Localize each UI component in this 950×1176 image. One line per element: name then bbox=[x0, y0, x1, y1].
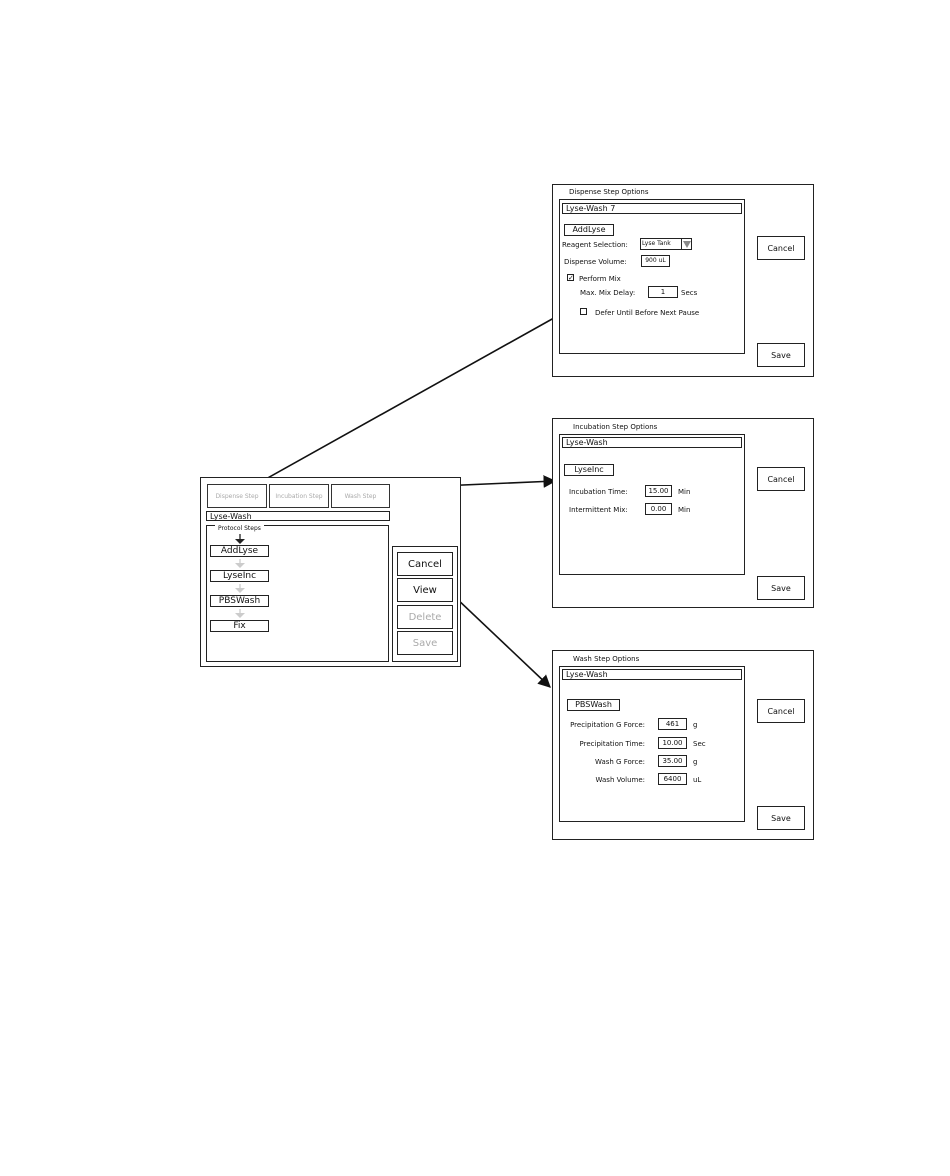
tab-incubation-step[interactable]: Incubation Step bbox=[269, 484, 329, 508]
max-mix-delay-input[interactable]: 1 bbox=[648, 286, 678, 298]
step-arrow-down-icon bbox=[235, 584, 245, 593]
step-name-field[interactable]: LyseInc bbox=[564, 464, 614, 476]
save-button[interactable]: Save bbox=[757, 806, 805, 830]
max-mix-delay-unit: Secs bbox=[681, 289, 698, 297]
wash-volume-label: Wash Volume: bbox=[595, 776, 645, 784]
arrow-to-dispense bbox=[247, 308, 572, 490]
perform-mix-label: Perform Mix bbox=[579, 275, 621, 283]
step-item-pbswash[interactable]: PBSWash bbox=[210, 595, 269, 607]
dropdown-arrow-icon[interactable] bbox=[681, 239, 691, 249]
protocol-editor-dialog: Dispense Step Incubation Step Wash Step … bbox=[200, 477, 461, 667]
wash-options-panel: Lyse-Wash PBSWash Precipitation G Force:… bbox=[559, 666, 745, 822]
reagent-selection-label: Reagent Selection: bbox=[562, 241, 628, 249]
protocol-name-field[interactable]: Lyse-Wash 7 bbox=[562, 203, 742, 214]
step-arrow-down-icon bbox=[235, 559, 245, 568]
protocol-steps-legend: Protocol Steps bbox=[215, 525, 264, 533]
protocol-name-field[interactable]: Lyse-Wash bbox=[206, 511, 390, 521]
save-button[interactable]: Save bbox=[397, 631, 453, 655]
step-item-addlyse[interactable]: AddLyse bbox=[210, 545, 269, 557]
wash-dialog-legend: Wash Step Options bbox=[570, 655, 643, 663]
step-item-lyseinc[interactable]: LyseInc bbox=[210, 570, 269, 582]
view-button[interactable]: View bbox=[397, 578, 453, 602]
dispense-step-options-dialog: Dispense Step Options Lyse-Wash 7 AddLys… bbox=[552, 184, 814, 377]
wash-g-force-unit: g bbox=[693, 758, 698, 766]
step-arrow-down-icon bbox=[235, 609, 245, 618]
tab-wash-step[interactable]: Wash Step bbox=[331, 484, 390, 508]
intermittent-mix-unit: Min bbox=[678, 506, 691, 514]
incubation-step-options-dialog: Incubation Step Options Lyse-Wash LyseIn… bbox=[552, 418, 814, 608]
precipitation-time-input[interactable]: 10.00 bbox=[658, 737, 687, 749]
precipitation-g-force-label: Precipitation G Force: bbox=[570, 721, 645, 729]
dispense-volume-input[interactable]: 900 uL bbox=[641, 255, 670, 267]
intermittent-mix-input[interactable]: 0.00 bbox=[645, 503, 672, 515]
intermittent-mix-label: Intermittent Mix: bbox=[569, 506, 628, 514]
step-arrow-down-icon bbox=[235, 534, 245, 544]
wash-volume-unit: uL bbox=[693, 776, 702, 784]
defer-until-pause-label: Defer Until Before Next Pause bbox=[595, 309, 700, 317]
dispense-options-panel: Lyse-Wash 7 AddLyse Reagent Selection: L… bbox=[559, 199, 745, 354]
save-button[interactable]: Save bbox=[757, 343, 805, 367]
protocol-name-field[interactable]: Lyse-Wash bbox=[562, 669, 742, 680]
precipitation-time-unit: Sec bbox=[693, 740, 706, 748]
incubation-time-label: Incubation Time: bbox=[569, 488, 628, 496]
precipitation-time-label: Precipitation Time: bbox=[579, 740, 645, 748]
cancel-button[interactable]: Cancel bbox=[757, 236, 805, 260]
protocol-actions-panel: Cancel View Delete Save bbox=[392, 546, 458, 662]
wash-step-options-dialog: Wash Step Options Lyse-Wash PBSWash Prec… bbox=[552, 650, 814, 840]
dispense-dialog-legend: Dispense Step Options bbox=[566, 188, 652, 196]
dispense-volume-label: Dispense Volume: bbox=[564, 258, 627, 266]
wash-g-force-label: Wash G Force: bbox=[594, 758, 645, 766]
cancel-button[interactable]: Cancel bbox=[757, 699, 805, 723]
cancel-button[interactable]: Cancel bbox=[397, 552, 453, 576]
max-mix-delay-label: Max. Mix Delay: bbox=[580, 289, 636, 297]
save-button[interactable]: Save bbox=[757, 576, 805, 600]
step-name-field[interactable]: PBSWash bbox=[567, 699, 620, 711]
step-name-field[interactable]: AddLyse bbox=[564, 224, 614, 236]
protocol-steps-panel: Protocol Steps AddLyse LyseInc PBSWash F… bbox=[206, 525, 389, 662]
incubation-dialog-legend: Incubation Step Options bbox=[570, 423, 661, 431]
precipitation-g-force-input[interactable]: 461 bbox=[658, 718, 687, 730]
precipitation-g-force-unit: g bbox=[693, 721, 698, 729]
incubation-time-input[interactable]: 15.00 bbox=[645, 485, 672, 497]
step-item-fix[interactable]: Fix bbox=[210, 620, 269, 632]
cancel-button[interactable]: Cancel bbox=[757, 467, 805, 491]
incubation-time-unit: Min bbox=[678, 488, 691, 496]
incubation-options-panel: Lyse-Wash LyseInc Incubation Time: 15.00… bbox=[559, 434, 745, 575]
reagent-selection-dropdown[interactable]: Lyse Tank bbox=[640, 238, 692, 250]
perform-mix-checkbox[interactable]: ✓ bbox=[567, 274, 574, 282]
defer-until-pause-checkbox[interactable] bbox=[580, 308, 587, 315]
protocol-name-field[interactable]: Lyse-Wash bbox=[562, 437, 742, 448]
delete-button[interactable]: Delete bbox=[397, 605, 453, 629]
tab-dispense-step[interactable]: Dispense Step bbox=[207, 484, 267, 508]
wash-volume-input[interactable]: 6400 bbox=[658, 773, 687, 785]
wash-g-force-input[interactable]: 35.00 bbox=[658, 755, 687, 767]
